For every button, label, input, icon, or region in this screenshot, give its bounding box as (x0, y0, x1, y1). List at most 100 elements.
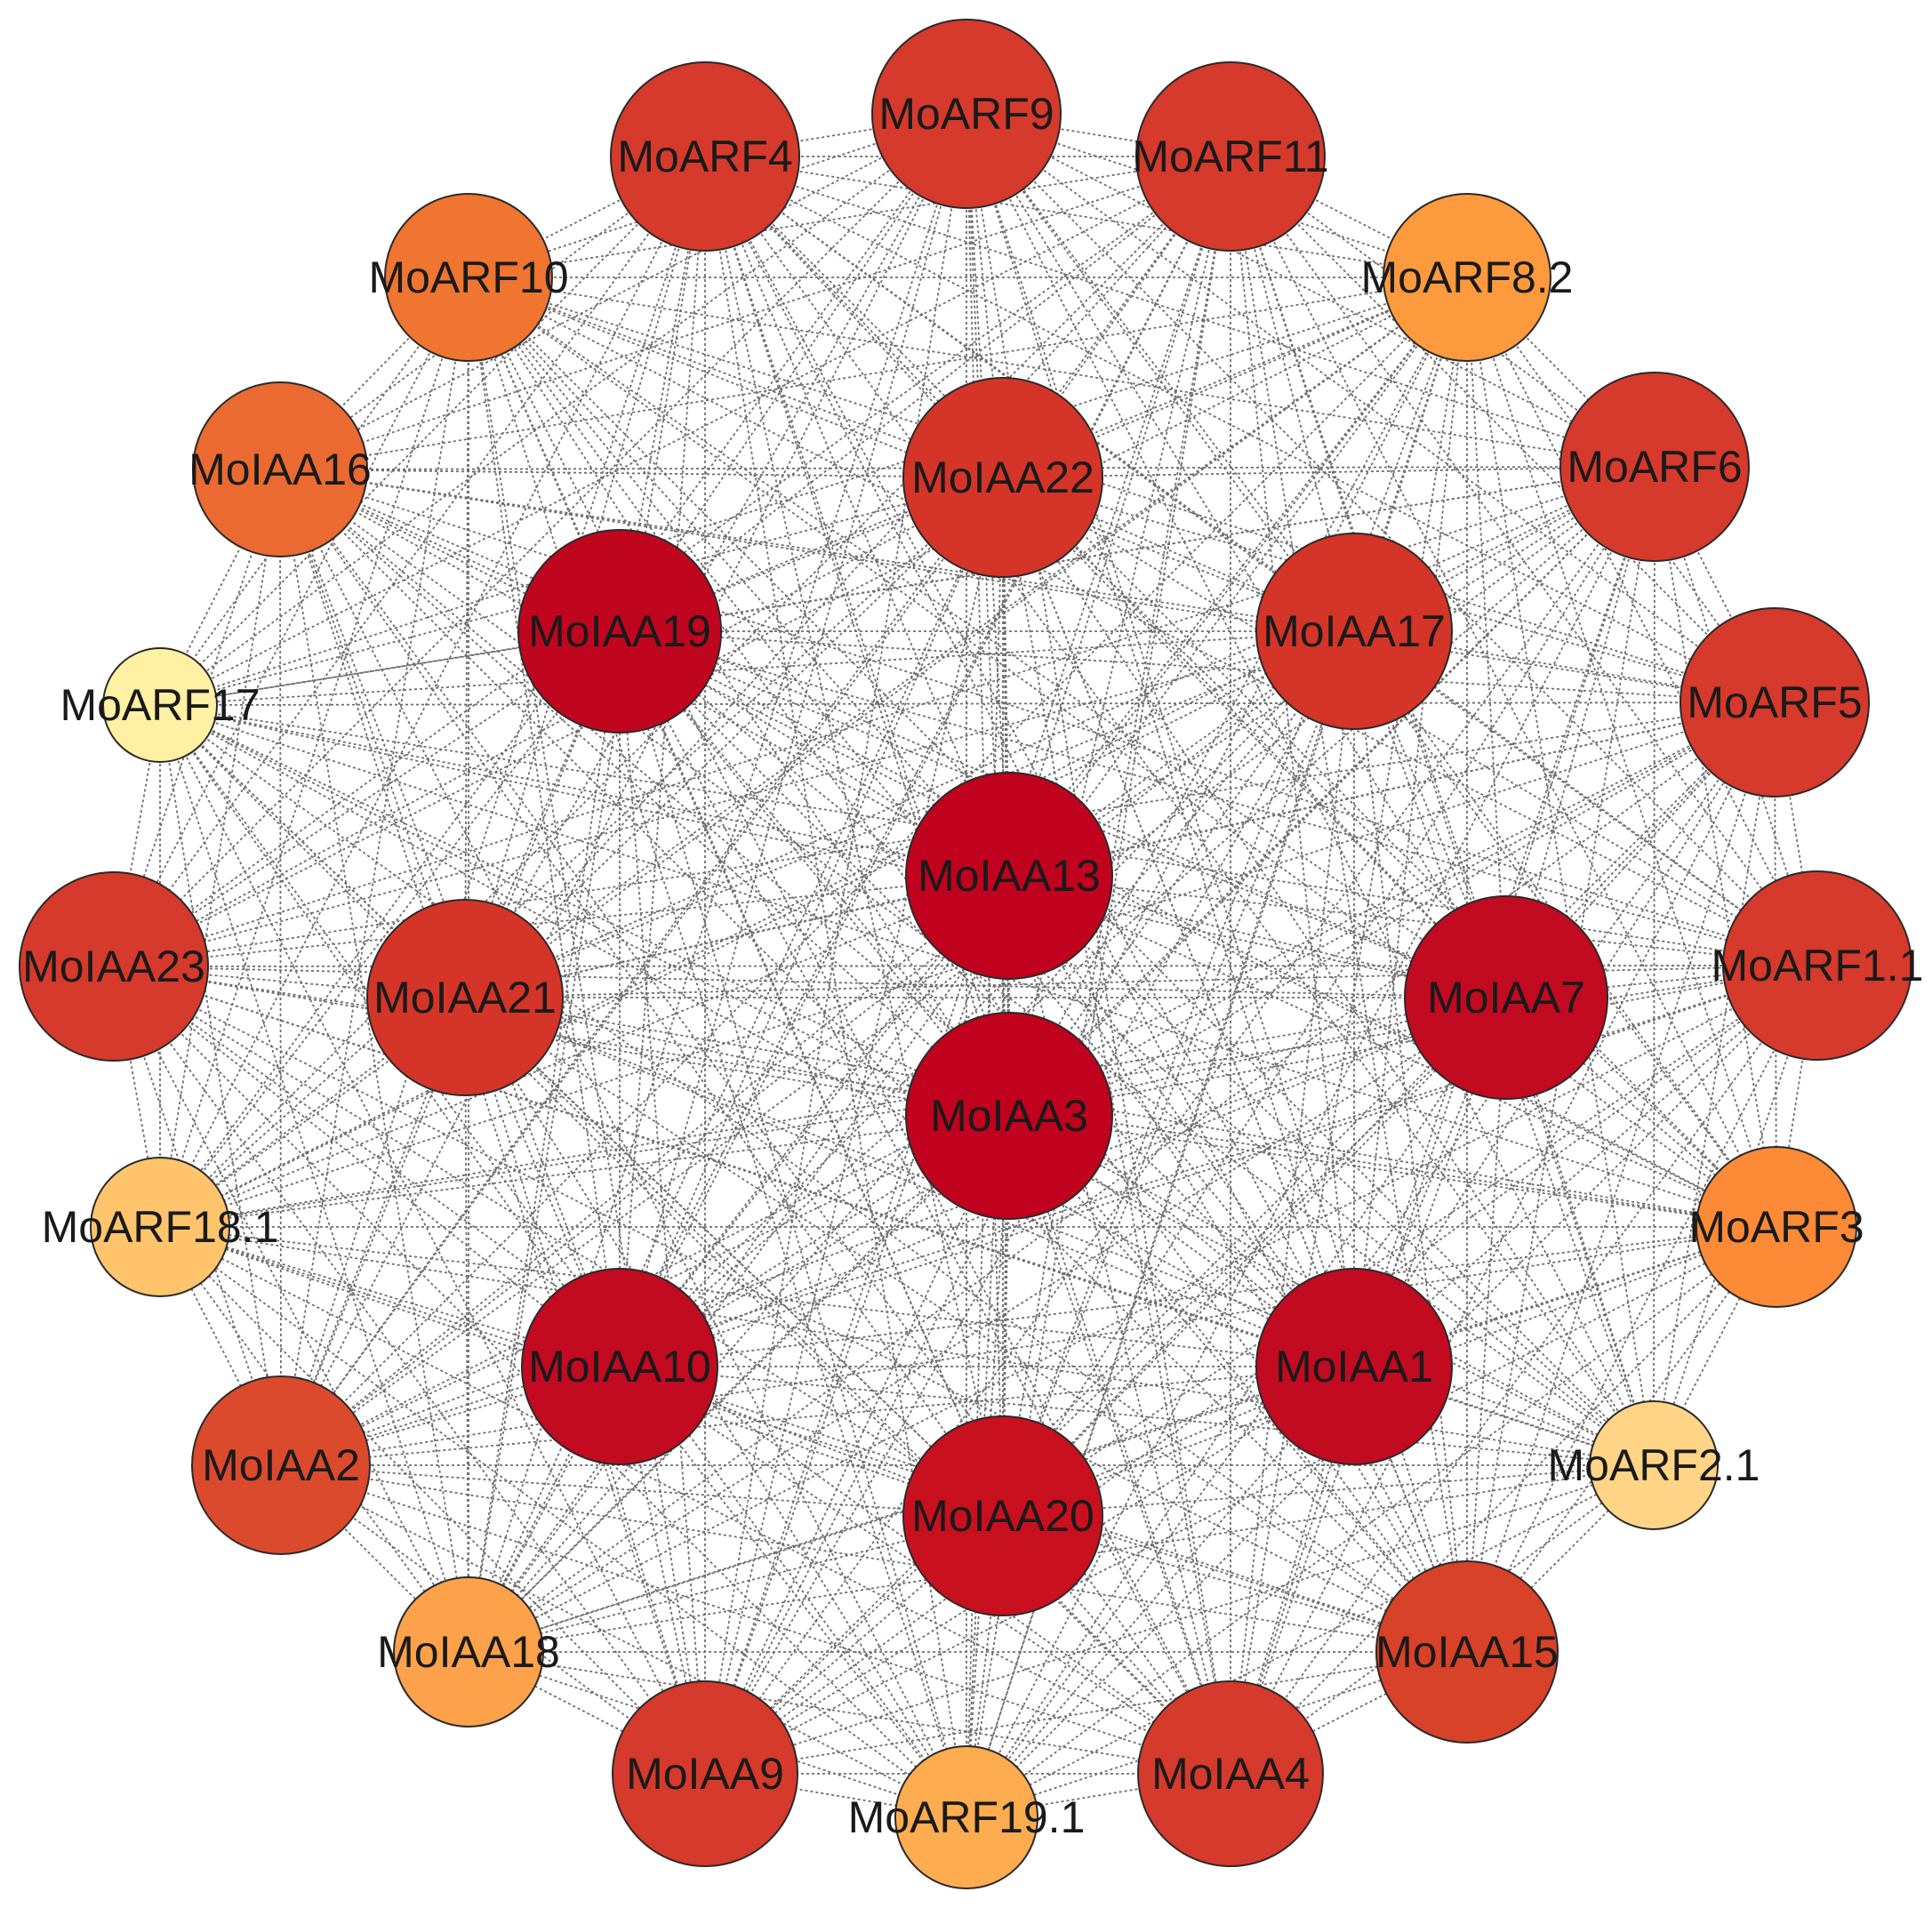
edge-MoIAA13-MoIAA23 (113, 875, 1010, 967)
node-MoIAA21[interactable]: MoIAA21 (366, 899, 564, 1096)
edge-MoIAA16-MoIAA2 (279, 469, 282, 1466)
edge-MoIAA17-MoARF17 (159, 630, 1355, 706)
node-MoIAA2[interactable]: MoIAA2 (191, 1375, 371, 1555)
edge-MoIAA3-MoIAA4 (1008, 1115, 1231, 1775)
edge-MoIAA16-MoARF1.1 (279, 469, 1818, 966)
edge-MoIAA23-MoIAA18 (113, 966, 469, 1653)
node-circle (1589, 1400, 1719, 1530)
edge-MoARF6-MoARF3 (1654, 466, 1777, 1228)
node-label: MoARF18.1 (42, 1202, 279, 1252)
node-MoIAA4[interactable]: MoIAA4 (1137, 1680, 1324, 1867)
node-MoIAA22[interactable]: MoIAA22 (902, 377, 1103, 578)
edge-MoIAA13-MoIAA9 (704, 875, 1010, 1775)
node-MoIAA7[interactable]: MoIAA7 (1404, 895, 1608, 1100)
edge-MoARF5-MoIAA20 (1002, 701, 1776, 1517)
edge-MoIAA23-MoIAA7 (113, 966, 1507, 998)
edge-MoIAA21-MoIAA4 (464, 997, 1231, 1775)
edge-MoIAA22-MoIAA4 (1002, 477, 1231, 1775)
edge-MoIAA10-MoARF19.1 (619, 1366, 967, 1818)
node-MoIAA23[interactable]: MoIAA23 (19, 871, 209, 1062)
edge-MoARF8.2-MoIAA22 (1002, 277, 1468, 478)
node-MoARF10[interactable]: MoARF10 (368, 193, 569, 362)
edge-MoARF11-MoARF1.1 (1230, 156, 1818, 966)
node-label: MoIAA22 (911, 453, 1094, 502)
node-label: MoIAA13 (918, 851, 1101, 901)
edge-MoIAA16-MoIAA17 (279, 469, 1355, 632)
edge-MoIAA7-MoIAA18 (468, 997, 1507, 1653)
edge-MoIAA3-MoIAA18 (468, 1115, 1010, 1653)
edge-MoARF9-MoARF2.1 (966, 113, 1655, 1466)
edge-MoIAA2-MoIAA4 (280, 1464, 1231, 1775)
edge-MoARF1.1-MoIAA18 (468, 965, 1818, 1653)
edge-MoARF11-MoIAA10 (619, 156, 1231, 1367)
edge-MoARF6-MoIAA21 (464, 466, 1655, 998)
node-MoIAA19[interactable]: MoIAA19 (517, 529, 722, 734)
node-MoARF18.1[interactable]: MoARF18.1 (42, 1157, 279, 1297)
edge-MoIAA16-MoIAA9 (279, 469, 706, 1775)
edge-MoARF5-MoARF19.1 (966, 701, 1776, 1818)
edge-MoARF11-MoIAA20 (1002, 156, 1231, 1517)
edge-MoARF10-MoIAA1 (468, 277, 1355, 1367)
node-circle (902, 377, 1103, 578)
node-MoIAA18[interactable]: MoIAA18 (377, 1576, 560, 1728)
node-MoARF3[interactable]: MoARF3 (1688, 1146, 1864, 1308)
node-circle (1722, 870, 1912, 1061)
node-circle (1383, 193, 1551, 362)
node-circle (1404, 895, 1608, 1100)
node-MoIAA20[interactable]: MoIAA20 (902, 1415, 1103, 1616)
edge-MoARF6-MoIAA9 (704, 466, 1655, 1775)
edge-MoARF8.2-MoARF18.1 (159, 277, 1468, 1228)
node-circle (905, 772, 1113, 980)
edge-MoIAA19-MoIAA4 (619, 630, 1231, 1775)
edge-MoARF8.2-MoIAA3 (1008, 277, 1468, 1117)
node-MoIAA3[interactable]: MoIAA3 (905, 1012, 1113, 1220)
edge-MoIAA7-MoIAA9 (704, 997, 1507, 1775)
edge-MoIAA1-MoIAA2 (280, 1366, 1355, 1466)
node-MoARF8.2[interactable]: MoARF8.2 (1361, 193, 1574, 362)
node-circle (90, 1157, 230, 1297)
node-label: MoARF6 (1567, 442, 1742, 492)
node-label: MoARF10 (368, 253, 568, 302)
edge-MoARF9-MoARF17 (159, 113, 967, 706)
node-MoARF17[interactable]: MoARF17 (60, 647, 261, 763)
node-MoARF6[interactable]: MoARF6 (1559, 372, 1750, 562)
node-label: MoIAA9 (626, 1749, 784, 1799)
edge-MoIAA3-MoIAA9 (704, 1115, 1010, 1775)
node-MoARF4[interactable]: MoARF4 (610, 61, 800, 252)
edge-MoIAA19-MoIAA9 (619, 630, 706, 1775)
node-MoARF2.1[interactable]: MoARF2.1 (1548, 1400, 1760, 1530)
edge-MoARF4-MoIAA20 (704, 156, 1004, 1517)
edge-MoIAA16-MoARF5 (279, 469, 1776, 703)
edge-MoIAA7-MoARF1.1 (1505, 965, 1818, 998)
node-MoARF9[interactable]: MoARF9 (871, 19, 1062, 209)
edge-MoIAA23-MoIAA15 (113, 966, 1468, 1653)
node-circle (1255, 533, 1453, 730)
node-MoARF11[interactable]: MoARF11 (1132, 61, 1329, 252)
node-MoARF5[interactable]: MoARF5 (1679, 607, 1870, 798)
node-circle (1696, 1146, 1857, 1308)
node-MoIAA16[interactable]: MoIAA16 (188, 381, 372, 557)
edge-MoIAA19-MoIAA18 (468, 630, 621, 1653)
node-label: MoARF17 (60, 680, 260, 730)
edge-MoARF11-MoARF10 (468, 156, 1231, 278)
node-MoARF19.1[interactable]: MoARF19.1 (848, 1745, 1086, 1889)
node-MoIAA1[interactable]: MoIAA1 (1255, 1268, 1453, 1465)
edge-MoARF4-MoIAA10 (619, 156, 706, 1367)
node-MoIAA9[interactable]: MoIAA9 (612, 1680, 798, 1867)
edge-MoIAA13-MoARF18.1 (159, 875, 1010, 1228)
node-label: MoIAA23 (22, 942, 205, 991)
node-MoIAA10[interactable]: MoIAA10 (521, 1268, 718, 1465)
node-MoIAA15[interactable]: MoIAA15 (1375, 1560, 1559, 1744)
node-circle (191, 1375, 371, 1555)
node-circle (905, 1012, 1113, 1220)
edge-MoIAA13-MoARF2.1 (1008, 875, 1655, 1466)
node-MoIAA17[interactable]: MoIAA17 (1255, 533, 1453, 730)
node-circle (894, 1745, 1038, 1889)
node-label: MoIAA15 (1375, 1627, 1559, 1677)
node-circle (19, 871, 209, 1062)
node-MoARF1.1[interactable]: MoARF1.1 (1712, 870, 1924, 1061)
node-label: MoARF11 (1132, 132, 1328, 181)
edge-MoARF1.1-MoIAA4 (1230, 965, 1818, 1775)
node-MoIAA13[interactable]: MoIAA13 (905, 772, 1113, 980)
edge-MoARF1.1-MoIAA10 (619, 965, 1818, 1367)
